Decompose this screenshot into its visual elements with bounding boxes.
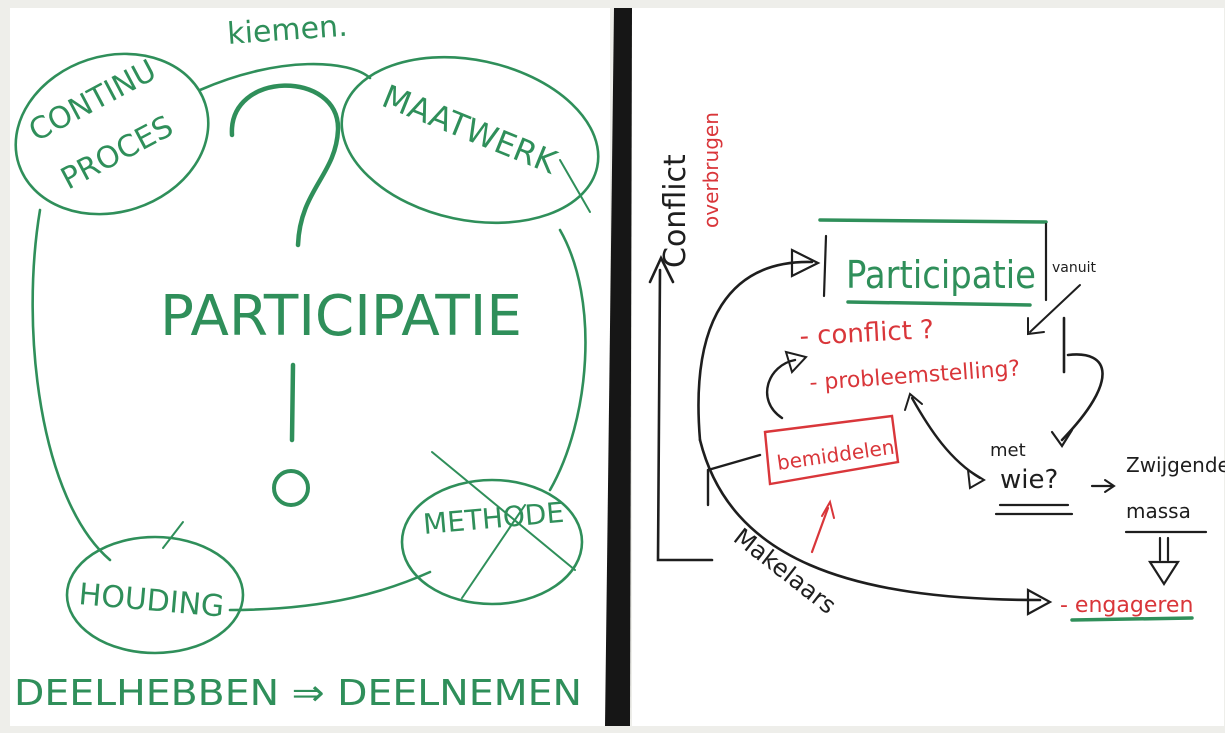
right-paper-sheet: [632, 8, 1224, 726]
right-hook-arrowhead: [1050, 428, 1074, 448]
engageren-label: - engageren: [1060, 593, 1193, 618]
methode-strike-1: [431, 451, 576, 571]
conflict-vertical-label: Conflict: [658, 154, 693, 268]
bubble-continu-outline: [14, 52, 210, 216]
massa-label: massa: [1126, 499, 1191, 523]
loop-top-arc: [198, 62, 372, 92]
question-conflict: - conflict ?: [799, 315, 935, 352]
engageren-underline: [1070, 616, 1194, 622]
vanuit-arrow: [1029, 284, 1081, 333]
left-sheet: [14, 52, 600, 655]
participatie-box-left: [822, 234, 828, 298]
right-sheet-lines: [648, 218, 1208, 622]
massa-down-shaft: [1158, 536, 1170, 562]
conflict-axis-line: [656, 268, 714, 562]
loop-arrowhead: [784, 350, 808, 374]
houding-tick: [162, 521, 184, 549]
bottom-line-deelhebben: DEELHEBBEN ⇒ DEELNEMEN: [14, 673, 582, 714]
conflict-axis-arrowhead: [648, 254, 675, 284]
zwijgende-label: Zwijgende: [1126, 453, 1225, 477]
double-arrow-head-bottom: [966, 468, 986, 490]
exclamation-dot: [272, 469, 310, 507]
double-arrow-head-top: [904, 392, 923, 411]
met-label: met: [990, 440, 1026, 461]
bubble-houding-outline: [65, 535, 245, 655]
sheet-divider: [605, 8, 632, 726]
bemiddelen-box: [763, 414, 900, 486]
question-mark-hook: [229, 83, 341, 248]
curve-to-engageren: [698, 438, 1042, 602]
bubble-maatwerk-outline: [340, 55, 600, 225]
vanuit-label: vanuit: [1052, 260, 1097, 276]
participatie-top-bar: [818, 218, 1048, 224]
massa-down-arrowhead: [1147, 560, 1181, 587]
right-hook-arrow: [1060, 316, 1104, 442]
red-up-arrow: [810, 506, 830, 554]
red-up-arrowhead: [821, 499, 835, 519]
loop-left-arc: [31, 208, 112, 562]
participatie-underline: [846, 300, 1032, 307]
curve-arrowhead-participatie: [790, 248, 821, 278]
center-title: PARTICIPATIE: [160, 284, 522, 349]
loop-to-probleem: [765, 358, 797, 420]
vanuit-arrowhead: [1027, 317, 1045, 336]
top-note-kiemen: kiemen.: [226, 9, 349, 52]
exclamation-stroke: [289, 362, 296, 443]
loop-right-arc: [548, 228, 587, 492]
loop-bottom-arc: [228, 570, 432, 612]
arrow-to-zwijgende-head: [1104, 479, 1116, 493]
bubble-methode-outline: [400, 478, 584, 606]
curve-to-participatie: [697, 260, 814, 442]
makelaars-bracket: [706, 453, 762, 507]
wie-label: wie?: [1000, 465, 1058, 495]
curve-arrowhead-engageren: [1026, 588, 1053, 616]
wie-underline: [994, 503, 1074, 516]
methode-strike-2: [461, 504, 526, 599]
maatwerk-strike: [559, 159, 591, 213]
overbrugen-vertical-label: overbrugen: [699, 112, 723, 228]
participatie-box-title: Participatie: [846, 253, 1036, 297]
